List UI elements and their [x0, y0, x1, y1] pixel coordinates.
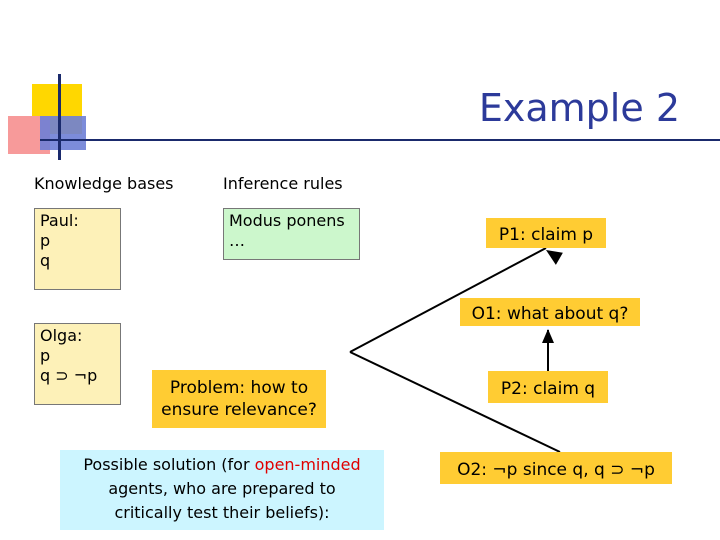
solution-highlight: open-minded	[254, 455, 361, 474]
paul-fact-1: p	[40, 231, 51, 250]
solution-prefix: Possible solution (for	[83, 455, 255, 474]
solution-line-2: agents, who are prepared to	[108, 479, 336, 498]
olga-fact-1: p	[40, 346, 51, 365]
o1-question-box: O1: what about q?	[460, 298, 640, 326]
o2-reply-box: O2: ¬p since q, q ⊃ ¬p	[440, 452, 672, 484]
decor-blue-square	[40, 116, 86, 150]
olga-fact-2: q ⊃ ¬p	[40, 366, 98, 385]
decor-horizontal-line	[40, 139, 720, 141]
paul-name: Paul:	[40, 211, 79, 230]
arrowhead-p1	[546, 250, 563, 265]
rule-1: Modus ponens	[229, 211, 345, 230]
olga-knowledge-box: Olga: p q ⊃ ¬p	[34, 323, 121, 405]
paul-fact-2: q	[40, 251, 51, 270]
solution-box: Possible solution (for open-minded agent…	[60, 450, 384, 530]
problem-line-1: Problem: how to	[169, 378, 309, 398]
connector-left-o2	[349, 351, 561, 453]
problem-box: Problem: how to ensure relevance?	[152, 370, 326, 428]
decor-vertical-line	[58, 74, 61, 160]
header-knowledge-bases: Knowledge bases	[34, 174, 174, 193]
connector-p1-left	[349, 247, 547, 353]
solution-line-1: Possible solution (for open-minded	[64, 453, 380, 477]
slide-title: Example 2	[478, 86, 680, 130]
solution-line-3: critically test their beliefs):	[114, 503, 330, 522]
inference-rules-box: Modus ponens …	[223, 208, 360, 260]
header-inference-rules: Inference rules	[223, 174, 343, 193]
p1-claim-box: P1: claim p	[486, 218, 606, 248]
p2-claim-box: P2: claim q	[488, 371, 608, 403]
arrowhead-o1	[542, 329, 554, 343]
olga-name: Olga:	[40, 326, 83, 345]
rule-2: …	[229, 231, 245, 250]
problem-line-2: ensure relevance?	[161, 400, 317, 420]
paul-knowledge-box: Paul: p q	[34, 208, 121, 290]
